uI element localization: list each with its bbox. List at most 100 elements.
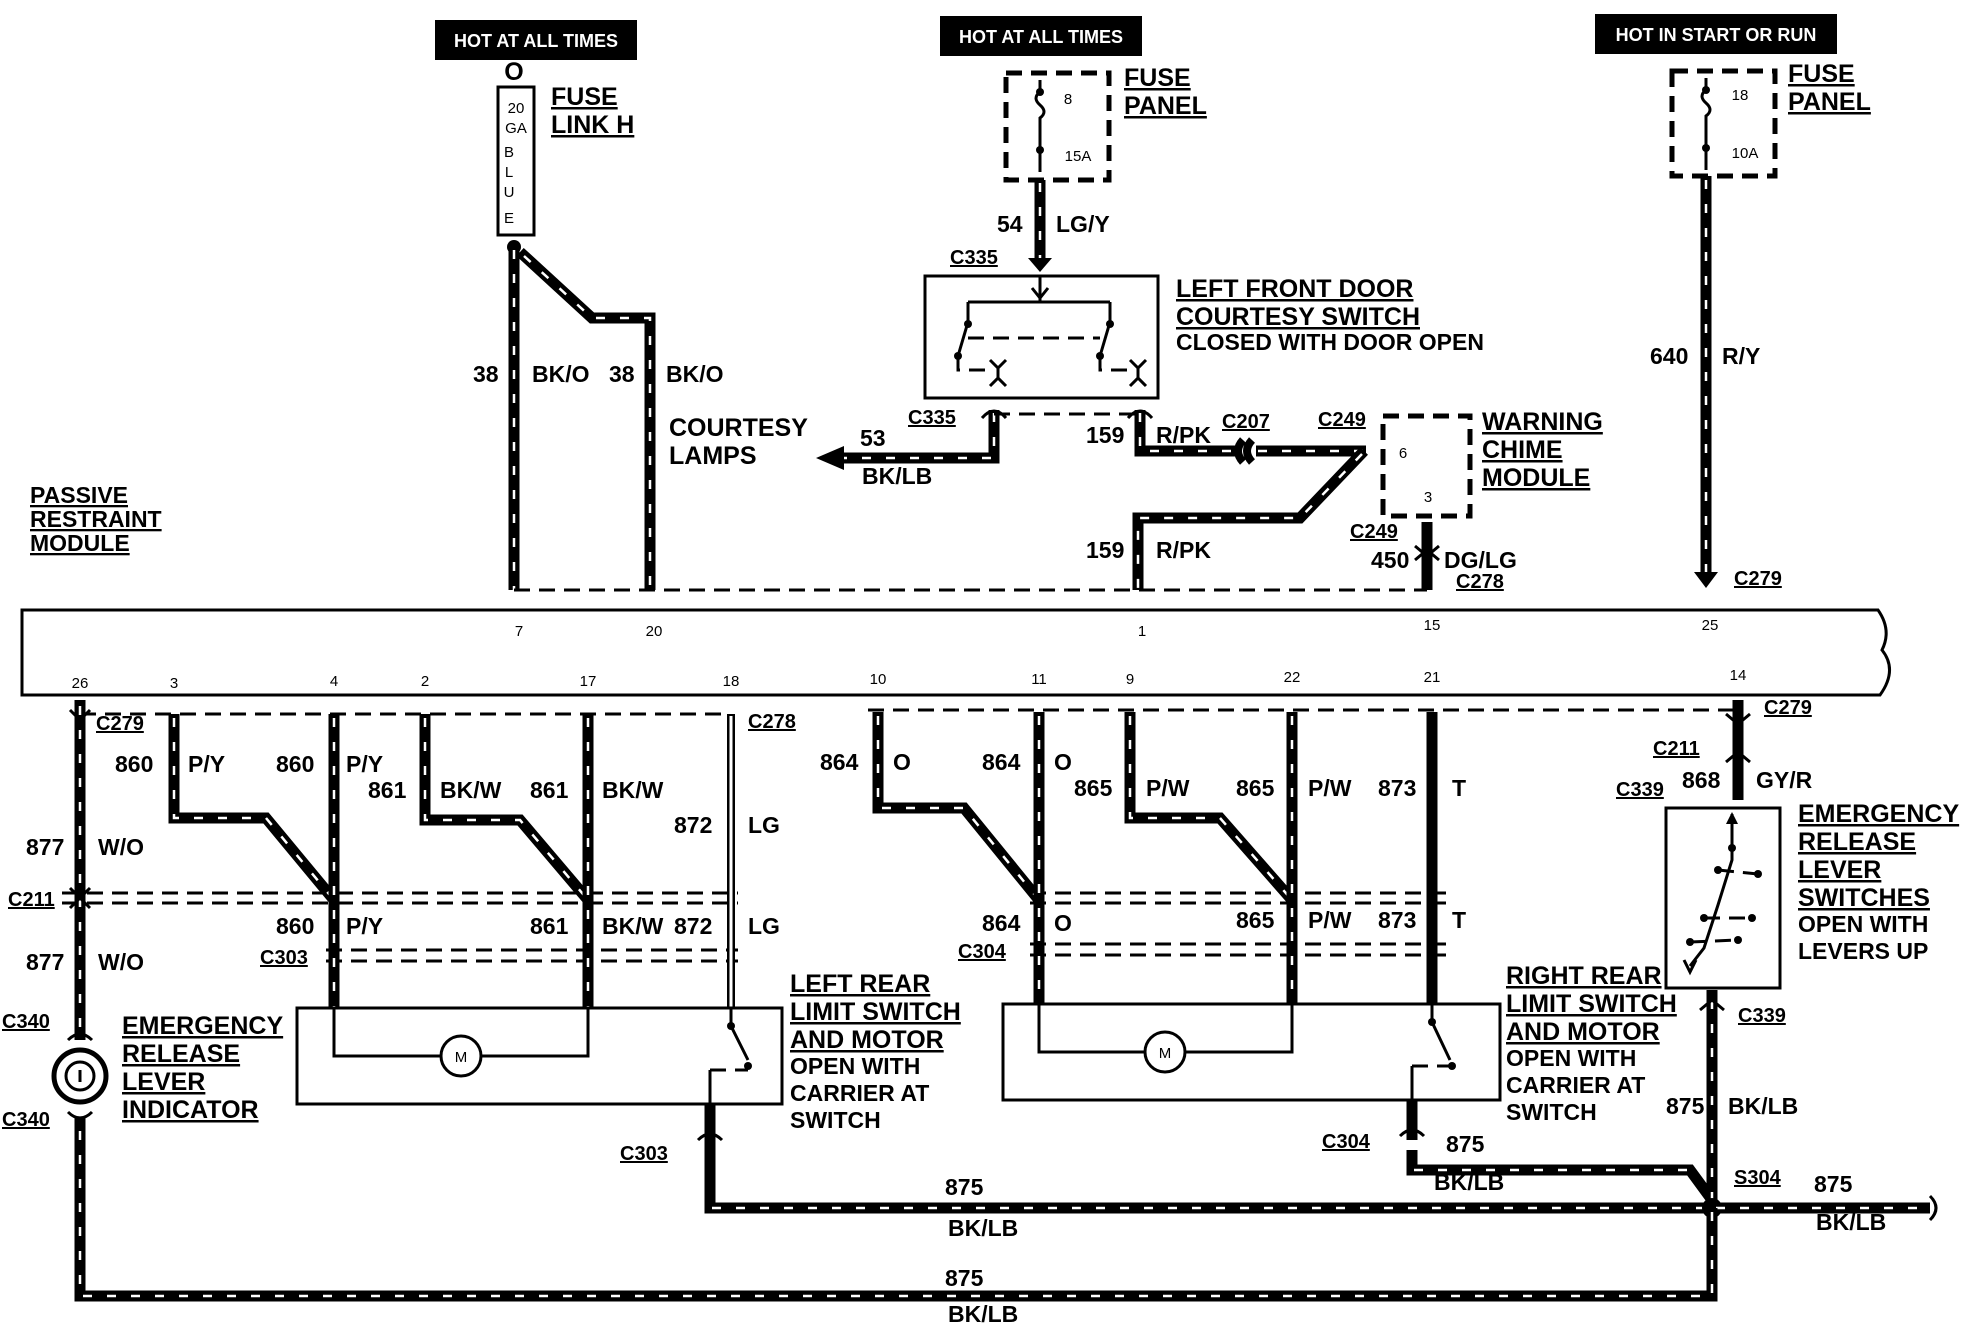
svg-text:BK/O: BK/O: [532, 361, 590, 387]
svg-text:MODULE: MODULE: [1482, 464, 1590, 492]
svg-text:C335: C335: [908, 407, 956, 429]
svg-text:861: 861: [530, 913, 569, 939]
svg-text:864: 864: [820, 749, 859, 775]
power-header-center-text: HOT AT ALL TIMES: [959, 27, 1123, 47]
svg-text:LEFT REAR: LEFT REAR: [790, 970, 930, 998]
svg-text:U: U: [504, 184, 515, 201]
svg-text:C304: C304: [1322, 1131, 1371, 1153]
svg-text:BK/LB: BK/LB: [1728, 1093, 1798, 1119]
svg-text:SWITCHES: SWITCHES: [1798, 884, 1930, 912]
svg-text:R/PK: R/PK: [1156, 537, 1211, 563]
svg-text:860: 860: [115, 751, 153, 777]
power-header-left-text: HOT AT ALL TIMES: [454, 31, 618, 51]
svg-text:SWITCH: SWITCH: [1506, 1099, 1597, 1125]
wire-640: 640 R/Y C279: [1650, 176, 1782, 590]
svg-text:CARRIER AT: CARRIER AT: [790, 1080, 929, 1106]
fuse-link-label-2: LINK H: [551, 111, 634, 139]
svg-text:868: 868: [1682, 767, 1721, 793]
svg-text:R/PK: R/PK: [1156, 422, 1211, 448]
svg-text:OPEN WITH: OPEN WITH: [790, 1053, 920, 1079]
svg-text:C278: C278: [748, 711, 796, 733]
wire-868: 868 GY/R: [1682, 700, 1813, 800]
wire-860: 860 P/Y 860 P/Y 860 P/Y: [115, 714, 383, 1008]
svg-text:11: 11: [1031, 671, 1047, 688]
svg-text:FUSE: FUSE: [1788, 60, 1855, 88]
svg-text:38: 38: [609, 361, 635, 387]
svg-text:C340: C340: [2, 1011, 50, 1033]
door-courtesy-switch: LEFT FRONT DOOR COURTESY SWITCH CLOSED W…: [923, 274, 1484, 400]
svg-text:AND MOTOR: AND MOTOR: [1506, 1018, 1660, 1046]
svg-text:864: 864: [982, 749, 1021, 775]
svg-text:450: 450: [1371, 547, 1409, 573]
svg-text:LIMIT SWITCH: LIMIT SWITCH: [790, 998, 961, 1026]
svg-text:6: 6: [1399, 445, 1407, 462]
svg-text:LEVERS UP: LEVERS UP: [1798, 938, 1928, 964]
svg-text:C207: C207: [1222, 411, 1270, 433]
svg-text:P/W: P/W: [1308, 775, 1352, 801]
svg-text:10A: 10A: [1732, 145, 1759, 162]
wire-875: C303 C304 C339 S304 875 BK/LB 875 BK/LB …: [74, 990, 1938, 1327]
svg-text:20: 20: [508, 100, 525, 117]
power-header-right-text: HOT IN START OR RUN: [1616, 25, 1817, 45]
right-rear-motor: M RIGHT REAR LIMIT SWITCH AND MOTOR OPEN…: [1001, 962, 1677, 1125]
svg-text:W/O: W/O: [98, 949, 144, 975]
svg-text:22: 22: [1284, 669, 1301, 686]
svg-text:EMERGENCY: EMERGENCY: [1798, 800, 1959, 828]
wire-873: 873 T 873 T: [1378, 712, 1466, 1004]
svg-text:18: 18: [723, 673, 740, 690]
svg-text:DG/LG: DG/LG: [1444, 547, 1517, 573]
svg-text:3: 3: [170, 675, 178, 692]
svg-text:O: O: [1054, 910, 1072, 936]
svg-text:C279: C279: [96, 713, 144, 735]
svg-text:54: 54: [997, 211, 1023, 237]
svg-text:RESTRAINT: RESTRAINT: [30, 506, 162, 532]
c211-dash-right: [1030, 891, 1446, 905]
svg-text:SWITCH: SWITCH: [790, 1107, 881, 1133]
svg-text:C335: C335: [950, 247, 998, 269]
svg-text:7: 7: [515, 623, 523, 640]
svg-text:860: 860: [276, 913, 314, 939]
svg-text:875: 875: [1446, 1131, 1485, 1157]
svg-text:C303: C303: [620, 1143, 668, 1165]
svg-text:C249: C249: [1350, 521, 1398, 543]
svg-text:M: M: [455, 1049, 468, 1066]
svg-text:159: 159: [1086, 537, 1124, 563]
svg-text:C339: C339: [1738, 1005, 1786, 1027]
svg-text:C304: C304: [958, 941, 1007, 963]
svg-text:8: 8: [1064, 91, 1072, 108]
svg-text:875: 875: [945, 1265, 984, 1291]
svg-text:GY/R: GY/R: [1756, 767, 1813, 793]
svg-text:C211: C211: [1653, 738, 1700, 760]
svg-text:15: 15: [1424, 617, 1441, 634]
svg-text:861: 861: [368, 777, 407, 803]
svg-text:LG: LG: [748, 812, 780, 838]
svg-text:17: 17: [580, 673, 597, 690]
fuse-link: O 20 GA B L U E FUSE LINK H: [496, 58, 634, 254]
svg-text:E: E: [504, 210, 514, 227]
svg-text:INDICATOR: INDICATOR: [122, 1096, 259, 1124]
svg-text:26: 26: [72, 675, 89, 692]
power-header-right: HOT IN START OR RUN: [1595, 14, 1837, 54]
svg-text:865: 865: [1236, 907, 1275, 933]
wire-865: 865 P/W 865 P/W 865 P/W: [1074, 712, 1352, 1004]
svg-text:15A: 15A: [1065, 148, 1092, 165]
svg-text:CLOSED WITH DOOR OPEN: CLOSED WITH DOOR OPEN: [1176, 329, 1484, 355]
svg-text:T: T: [1452, 775, 1466, 801]
svg-text:53: 53: [860, 425, 886, 451]
svg-text:EMERGENCY: EMERGENCY: [122, 1012, 283, 1040]
emergency-release-indicator: C340 C340 EMERGENCY RELEASE LEVER INDICA…: [2, 1011, 283, 1131]
wire-861: 861 BK/W 861 BK/W 861 BK/W: [368, 714, 664, 1008]
fuse-panel-right: 18 10A FUSE PANEL: [1669, 60, 1871, 179]
svg-text:P/Y: P/Y: [346, 913, 383, 939]
wire-877: 877 W/O 877 W/O: [26, 700, 144, 1040]
svg-text:875: 875: [945, 1174, 984, 1200]
svg-text:LEVER: LEVER: [1798, 856, 1881, 884]
c211-dash: [62, 891, 738, 905]
svg-text:PASSIVE: PASSIVE: [30, 482, 128, 508]
svg-text:BK/LB: BK/LB: [948, 1301, 1018, 1327]
svg-text:864: 864: [982, 910, 1021, 936]
svg-text:BK/LB: BK/LB: [1816, 1209, 1886, 1235]
svg-text:COURTESY SWITCH: COURTESY SWITCH: [1176, 303, 1420, 331]
svg-text:GA: GA: [505, 120, 527, 137]
svg-text:861: 861: [530, 777, 569, 803]
